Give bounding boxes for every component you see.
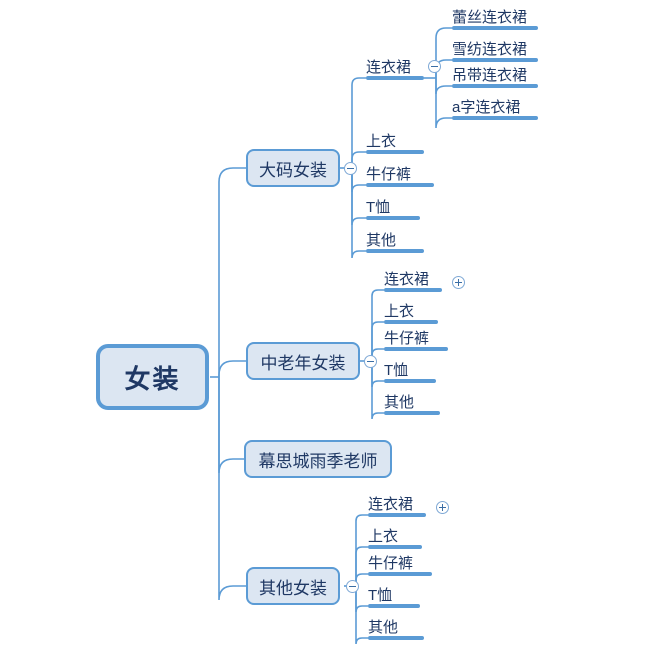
underline-bar	[452, 26, 538, 30]
root-node-label: 女装	[124, 363, 181, 394]
branch-node-zhonglaonian-nvzhuang[interactable]: 中老年女装	[246, 342, 360, 380]
connector-dress-c1	[435, 27, 452, 78]
connector-dress-c3	[435, 78, 452, 95]
underline-bar	[384, 347, 448, 351]
leaf-b2-dress[interactable]: 连衣裙	[384, 264, 442, 292]
branch-node-musicheng-yuji-laoshi[interactable]: 幕思城雨季老师	[244, 440, 392, 478]
underline-bar	[452, 58, 538, 62]
leaf-label: 其他	[366, 232, 397, 249]
connector-b4-c1	[355, 514, 368, 586]
leaf-b2-tshirt[interactable]: T恤	[384, 355, 436, 383]
leaf-strap-dress[interactable]: 吊带连衣裙	[452, 60, 538, 88]
underline-bar	[366, 150, 424, 154]
underline-bar	[366, 76, 424, 80]
leaf-b2-other[interactable]: 其他	[384, 387, 440, 415]
underline-bar	[452, 116, 538, 120]
leaf-label: 其他	[384, 394, 415, 411]
leaf-b4-other[interactable]: 其他	[368, 612, 424, 640]
leaf-label: T恤	[384, 362, 409, 379]
connector-root-branch2	[218, 360, 246, 377]
connector-root-branch4	[218, 377, 246, 601]
collapse-icon-branch4[interactable]	[346, 580, 359, 593]
leaf-label: 雪纺连衣裙	[452, 41, 528, 58]
leaf-label: 其他	[368, 619, 399, 636]
leaf-b4-tops[interactable]: 上衣	[368, 521, 422, 549]
leaf-label: 连衣裙	[368, 496, 414, 513]
connector-b2-c1	[371, 289, 384, 361]
leaf-b2-jeans[interactable]: 牛仔裤	[384, 323, 448, 351]
underline-bar	[384, 411, 440, 415]
leaf-label: T恤	[368, 587, 393, 604]
leaf-label: 上衣	[384, 303, 415, 320]
connector-dress-c4	[435, 78, 452, 129]
underline-bar	[368, 545, 422, 549]
leaf-b4-dress[interactable]: 连衣裙	[368, 489, 426, 517]
leaf-label: a字连衣裙	[452, 99, 521, 116]
expand-icon-b4-dress[interactable]	[436, 501, 449, 514]
underline-bar	[366, 249, 424, 253]
branch-node-label: 中老年女装	[260, 353, 346, 373]
leaf-label: 牛仔裤	[384, 330, 430, 347]
underline-bar	[368, 572, 432, 576]
collapse-icon-branch1[interactable]	[344, 162, 357, 175]
connector-b2-c5	[371, 361, 384, 420]
connector-b1-c5	[351, 168, 366, 259]
underline-bar	[368, 636, 424, 640]
branch-node-dama-nvzhuang[interactable]: 大码女装	[246, 149, 340, 187]
connector-b1-c1	[351, 77, 366, 168]
leaf-label: 牛仔裤	[368, 555, 414, 572]
leaf-label: T恤	[366, 199, 391, 216]
branch-node-label: 其他女装	[259, 578, 327, 598]
leaf-label: 牛仔裤	[366, 166, 412, 183]
connector-root-branch3	[218, 377, 244, 474]
leaf-b4-jeans[interactable]: 牛仔裤	[368, 548, 432, 576]
leaf-chiffon-dress[interactable]: 雪纺连衣裙	[452, 34, 538, 62]
leaf-label: 上衣	[368, 528, 399, 545]
leaf-b1-other[interactable]: 其他	[366, 225, 424, 253]
underline-bar	[366, 183, 434, 187]
root-node[interactable]: 女装	[96, 344, 209, 410]
underline-bar	[384, 379, 436, 383]
underline-bar	[384, 288, 442, 292]
subnode-dress-branch1[interactable]: 连衣裙	[366, 52, 424, 80]
leaf-label: 上衣	[366, 133, 397, 150]
leaf-label: 连衣裙	[384, 271, 430, 288]
collapse-icon-branch2[interactable]	[364, 355, 377, 368]
branch-node-qita-nvzhuang[interactable]: 其他女装	[246, 567, 340, 605]
connector-b4-c3	[355, 573, 368, 586]
connector-b2-c2	[371, 321, 384, 361]
leaf-aline-dress[interactable]: a字连衣裙	[452, 92, 538, 120]
underline-bar	[384, 320, 438, 324]
leaf-b1-tshirt[interactable]: T恤	[366, 192, 420, 220]
underline-bar	[368, 604, 420, 608]
collapse-icon-dress-branch1[interactable]	[428, 60, 441, 73]
connector-b4-c5	[355, 586, 368, 645]
subnode-label: 连衣裙	[366, 59, 412, 76]
leaf-b1-tops[interactable]: 上衣	[366, 126, 424, 154]
underline-bar	[452, 84, 538, 88]
branch-node-label: 幕思城雨季老师	[258, 451, 378, 471]
branch-node-label: 大码女装	[259, 160, 327, 180]
leaf-label: 吊带连衣裙	[452, 67, 528, 84]
connector-b1-c4	[351, 168, 366, 226]
connector-b2-c3	[371, 348, 384, 361]
connector-root-branch1	[218, 167, 246, 377]
leaf-lace-dress[interactable]: 蕾丝连衣裙	[452, 2, 538, 30]
leaf-b4-tshirt[interactable]: T恤	[368, 580, 420, 608]
underline-bar	[366, 216, 420, 220]
underline-bar	[368, 513, 426, 517]
expand-icon-b2-dress[interactable]	[452, 276, 465, 289]
connector-b1-c2	[351, 151, 366, 168]
leaf-b1-jeans[interactable]: 牛仔裤	[366, 159, 434, 187]
leaf-b2-tops[interactable]: 上衣	[384, 296, 438, 324]
leaf-label: 蕾丝连衣裙	[452, 9, 528, 26]
connector-b4-c2	[355, 546, 368, 586]
